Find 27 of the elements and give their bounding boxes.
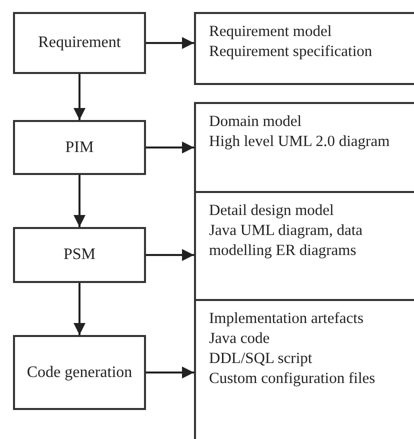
process-box	[13, 12, 146, 74]
arrow	[74, 74, 86, 120]
arrow	[74, 283, 86, 335]
process-box	[13, 335, 146, 410]
artifact-text: DDL/SQL script	[209, 349, 314, 369]
artifact-text: Requirement specification	[209, 42, 374, 62]
artifact-text: Detail design model	[209, 201, 335, 221]
process-box	[13, 120, 146, 175]
artifact-text: Java UML diagram, data modelling ER diagrams	[209, 221, 364, 261]
artifact-text: Java code	[209, 329, 271, 349]
arrow	[146, 366, 194, 378]
arrow	[74, 175, 86, 227]
process-box	[13, 227, 146, 283]
artifact-text: Requirement model	[209, 22, 333, 42]
output-box	[194, 102, 414, 193]
stage-label: PSM	[62, 245, 97, 265]
stage-label: Code generation	[26, 362, 134, 382]
arrow	[146, 37, 194, 49]
artifact-text: Implementation artefacts	[209, 309, 365, 329]
arrow	[146, 142, 194, 154]
output-box	[194, 12, 414, 85]
stage-label: PIM	[64, 138, 95, 158]
arrow	[146, 249, 194, 261]
artifact-text: Custom configuration files	[209, 369, 376, 389]
stage-label: Requirement	[37, 33, 122, 53]
artifact-text: High level UML 2.0 diagram	[209, 132, 391, 152]
artifact-text: Domain model	[209, 112, 303, 132]
